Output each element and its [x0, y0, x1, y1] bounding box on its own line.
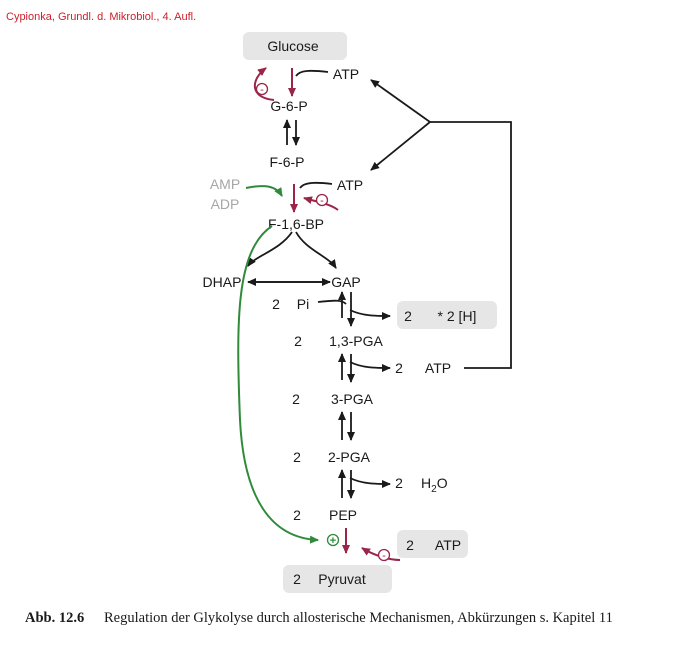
arrow-f16bp-to-dhap	[247, 231, 293, 267]
cofactor-pi: Pi	[297, 296, 309, 312]
atp-top-input-curve	[295, 69, 329, 77]
stoich-13pga: 2	[294, 333, 302, 349]
node-gap: GAP	[331, 274, 361, 290]
cofactor-h: * 2 [H]	[438, 308, 477, 324]
stoich-pep: 2	[293, 507, 301, 523]
stoich-2pga: 2	[293, 449, 301, 465]
atp-feedback-line	[430, 121, 512, 369]
node-2pga: 2-PGA	[328, 449, 371, 465]
activation-f16bp-to-pk	[237, 225, 319, 544]
node-13pga: 1,3-PGA	[329, 333, 383, 349]
cofactor-atp-top: ATP	[333, 66, 359, 82]
caption-text: Regulation der Glykolyse durch allosteri…	[104, 610, 613, 626]
pi-input-curve	[317, 299, 347, 305]
cofactor-atp-pga: ATP	[425, 360, 451, 376]
node-pyruvat: Pyruvat	[318, 571, 366, 587]
atp-mid-input-curve	[299, 181, 333, 189]
reducing-equivalents-box	[397, 301, 497, 329]
activate-sign-pep: +	[330, 535, 336, 547]
glucose-box	[243, 32, 347, 60]
arrow-h-output	[349, 309, 391, 320]
inhibit-symbol-f6p	[315, 193, 329, 207]
caption-label: Abb. 12.6	[25, 610, 84, 626]
cofactor-h2o: H2O	[421, 475, 448, 495]
stoich-3pga: 2	[292, 391, 300, 407]
inhibition-loop-g6p	[254, 67, 275, 101]
node-dhap: DHAP	[203, 274, 242, 290]
activation-amp-arrow	[245, 185, 283, 197]
stoich-atp-pga: 2	[395, 360, 403, 376]
node-pep: PEP	[329, 507, 357, 523]
inhibit-symbol-pep	[377, 548, 391, 562]
node-g6p: G-6-P	[270, 98, 307, 114]
arrow-atp-pga-output	[349, 361, 391, 372]
node-f6p: F-6-P	[270, 154, 305, 170]
arrow-feedback-to-atp-top	[370, 79, 431, 123]
node-3pga: 3-PGA	[331, 391, 374, 407]
stoich-pyruvat: 2	[293, 571, 301, 587]
cofactor-adp: ADP	[211, 196, 240, 212]
arrow-h2o-output	[349, 477, 391, 488]
atp-pep-box	[397, 530, 468, 558]
stoich-atp-pep: 2	[406, 537, 414, 553]
inhibit-sign-f6p: -	[320, 195, 324, 207]
node-f16bp: F-1,6-BP	[268, 216, 324, 232]
source-note: Cypionka, Grundl. d. Mikrobiol., 4. Aufl…	[6, 11, 196, 23]
inhibit-sign-pep: -	[382, 550, 386, 562]
stoich-h: 2	[404, 308, 412, 324]
inhibit-sign-g6p: -	[260, 84, 264, 96]
inhibit-symbol-g6p	[255, 82, 269, 96]
pyruvat-box	[283, 565, 392, 593]
node-glucose: Glucose	[267, 38, 319, 54]
arrow-f16bp-to-gap	[295, 231, 337, 269]
cofactor-amp: AMP	[210, 176, 240, 192]
stoich-pi: 2	[272, 296, 280, 312]
stoich-h2o: 2	[395, 475, 403, 491]
activate-symbol-pep	[326, 533, 340, 547]
arrow-feedback-to-atp-mid	[370, 121, 431, 171]
cofactor-atp-pep: ATP	[435, 537, 461, 553]
cofactor-atp-mid: ATP	[337, 177, 363, 193]
